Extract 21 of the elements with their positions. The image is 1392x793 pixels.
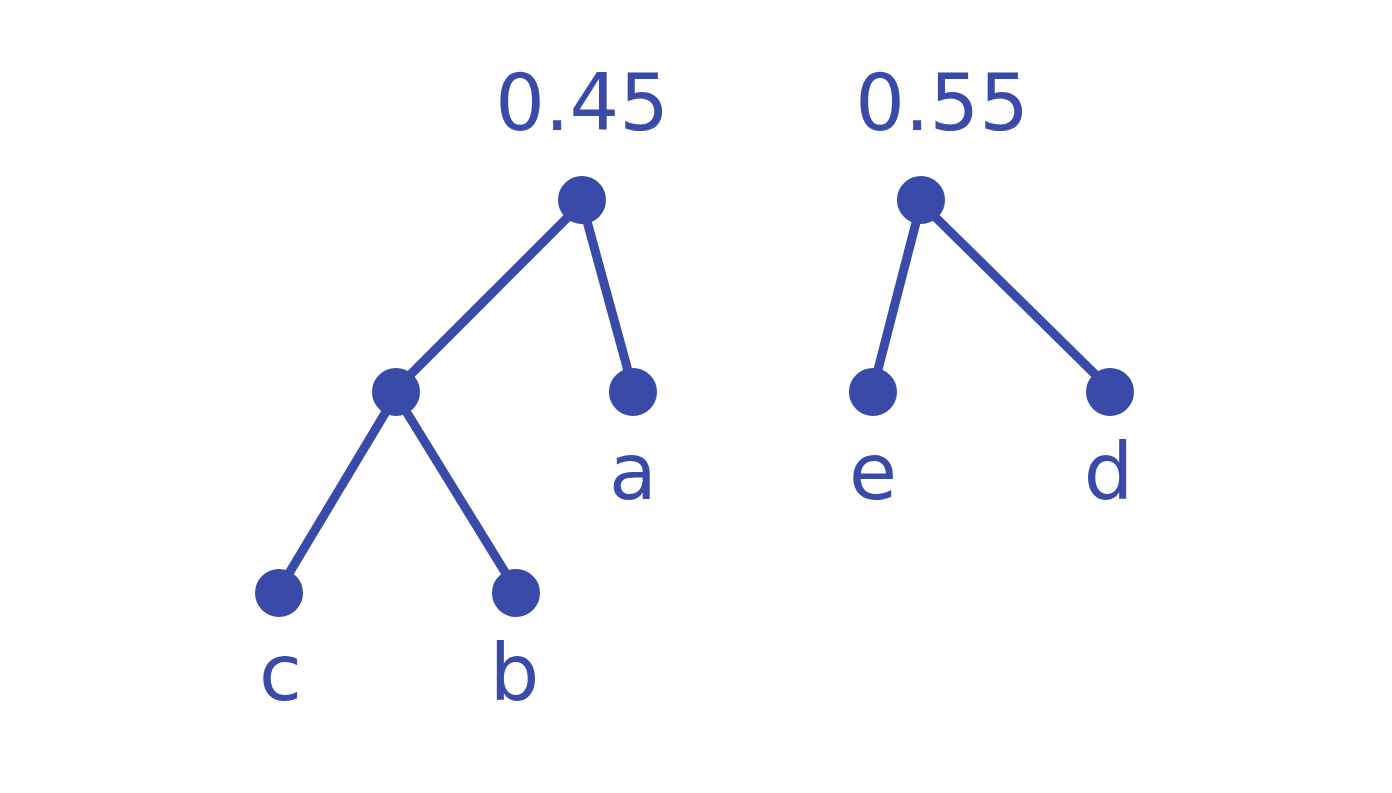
node-circle [372, 368, 420, 416]
node-label: d [1083, 427, 1134, 518]
node-circle [255, 569, 303, 617]
node-circle [849, 368, 897, 416]
node-circle [897, 176, 945, 224]
node-label: 0.45 [495, 58, 669, 149]
node-label: a [609, 427, 657, 518]
connector [407, 213, 572, 378]
connector [402, 409, 510, 576]
node-circle [558, 176, 606, 224]
node-label: b [489, 628, 540, 719]
node-label: c [259, 628, 302, 719]
node-circle [492, 569, 540, 617]
connector [582, 220, 633, 372]
node-label: e [849, 427, 897, 518]
node-label: 0.55 [855, 58, 1029, 149]
node-circle [1086, 368, 1134, 416]
connector [931, 213, 1100, 379]
connector [285, 409, 390, 576]
connector [873, 220, 921, 372]
node-circle [609, 368, 657, 416]
